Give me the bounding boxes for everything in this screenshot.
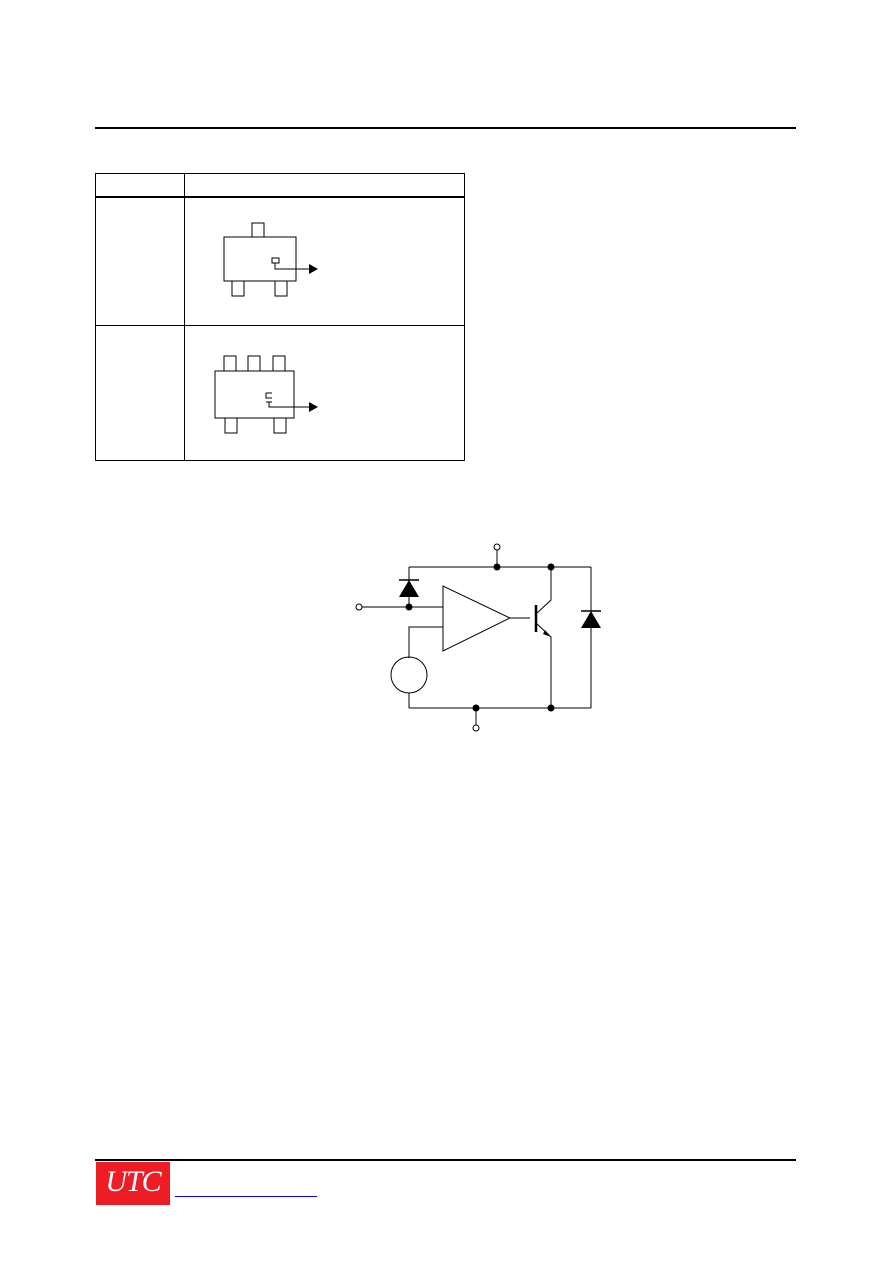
package-marking-drawings xyxy=(214,222,318,434)
arrowhead-2-icon xyxy=(309,402,318,412)
package-marking-table xyxy=(95,173,465,461)
three-lead-package-outline xyxy=(223,222,297,297)
table-header-divider xyxy=(96,196,464,198)
bottom-terminal xyxy=(472,724,480,732)
arrowhead-1-icon xyxy=(309,264,318,274)
top-terminal xyxy=(493,543,501,551)
footer-rule xyxy=(95,1159,796,1161)
table-column-divider xyxy=(184,174,185,460)
comparator-triangle xyxy=(442,585,512,652)
reference-source-circle xyxy=(390,656,428,694)
output-protection-diode-icon xyxy=(581,610,601,628)
marking-pointer-arrow-1-icon xyxy=(274,263,309,270)
reference-wire xyxy=(408,626,443,658)
header-rule xyxy=(95,127,796,129)
input-terminal xyxy=(355,603,363,611)
website-link[interactable] xyxy=(175,1180,317,1197)
junction-dots xyxy=(405,563,555,712)
transistor-collector xyxy=(535,567,552,615)
marking-pointer-arrow-2-icon xyxy=(265,392,309,408)
five-lead-package-outline xyxy=(214,355,295,434)
table-row-divider xyxy=(96,325,464,326)
block-diagram xyxy=(355,543,601,732)
emitter-arrow-icon xyxy=(543,630,551,637)
utc-logo: UTC xyxy=(96,1162,170,1205)
input-clamp-diode-icon xyxy=(399,579,419,597)
